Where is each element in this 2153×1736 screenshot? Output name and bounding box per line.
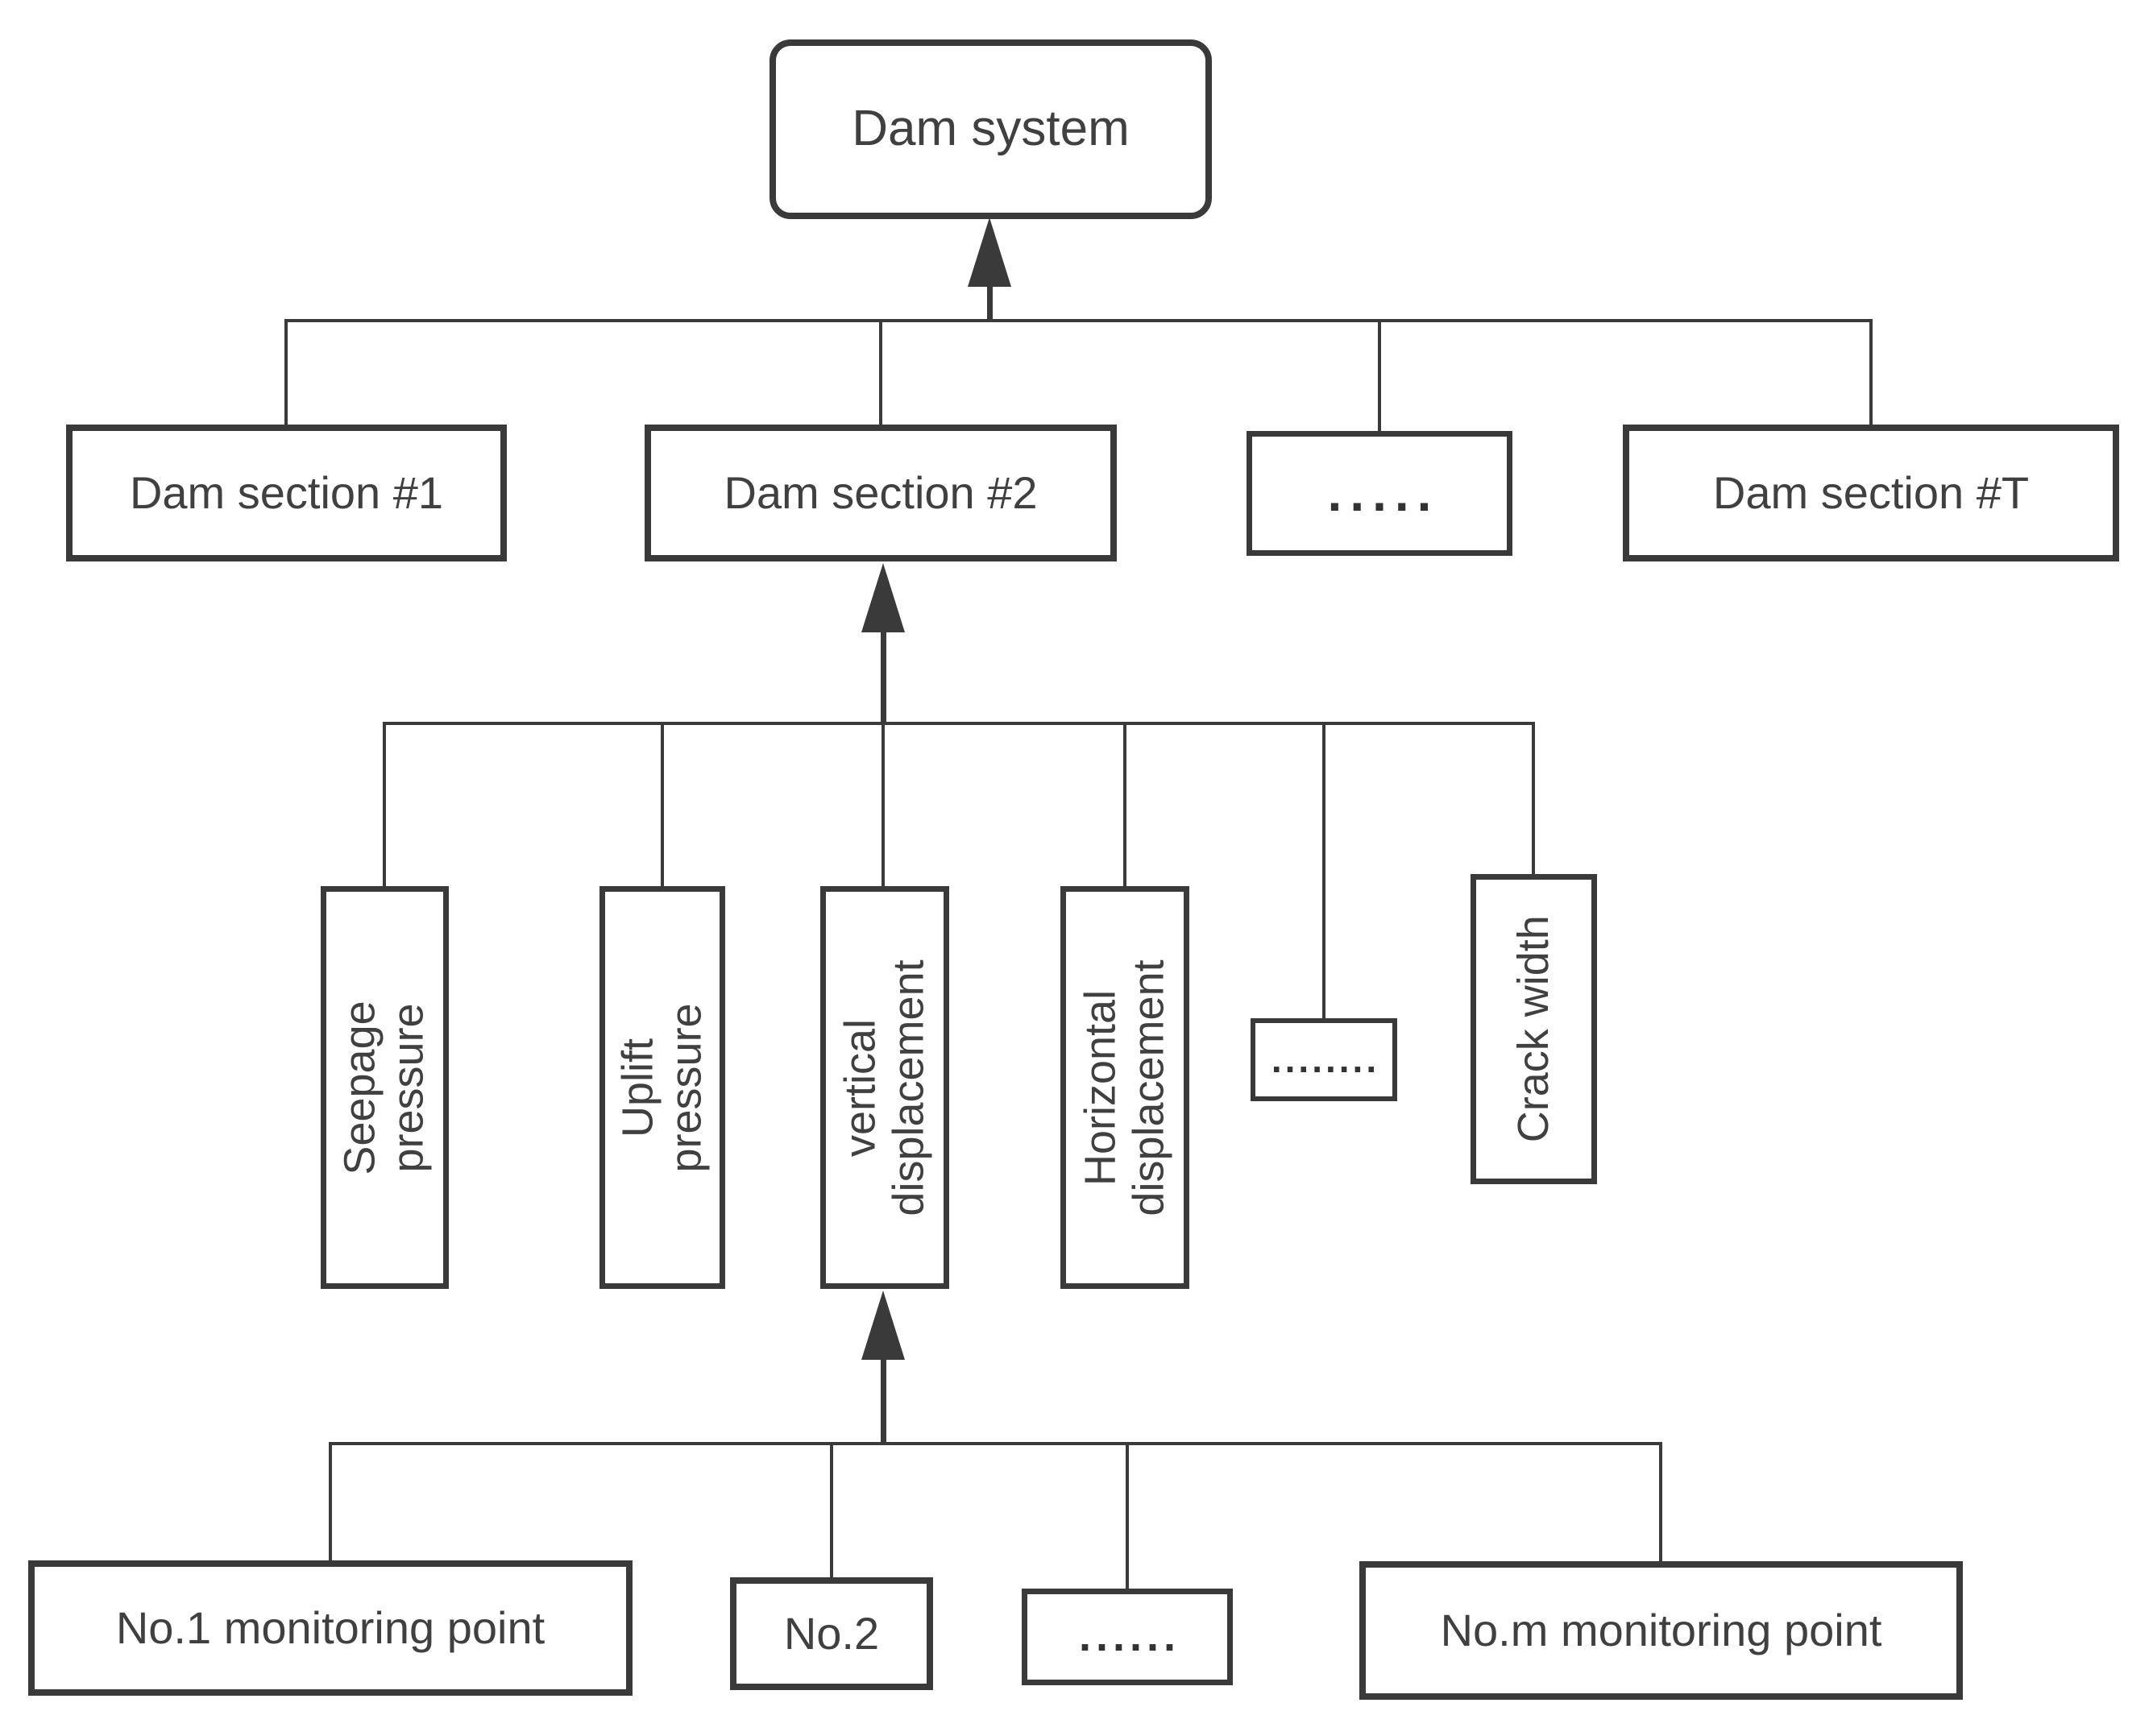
node-monitoring-point-1: No.1 monitoring point xyxy=(28,1560,633,1696)
node-vertical-displacement: vertical displacement xyxy=(820,886,949,1289)
drop-line-point-m xyxy=(1659,1442,1662,1564)
monitoring-point-2-label: No.2 xyxy=(783,1608,880,1659)
monitoring-point-m-label: No.m monitoring point xyxy=(1440,1605,1882,1656)
drop-line-level4-ellipsis xyxy=(1126,1442,1129,1592)
drop-line-dam-section-t xyxy=(1869,319,1873,426)
seepage-pressure-label: Seepage pressure xyxy=(336,1001,434,1175)
drop-line-level3-ellipsis xyxy=(1322,722,1325,1021)
node-uplift-pressure: Uplift pressure xyxy=(599,886,725,1289)
node-level3-ellipsis: ........ xyxy=(1251,1018,1397,1101)
level2-connector-line xyxy=(284,319,1873,322)
seepage-line1: Seepage xyxy=(336,1000,385,1175)
node-horizontal-displacement: Horizontal displacement xyxy=(1060,886,1189,1289)
seepage-line2: pressure xyxy=(384,1002,434,1173)
drop-line-dam-section-1 xyxy=(284,319,288,426)
horizontal-displacement-label: Horizontal displacement xyxy=(1076,959,1174,1216)
vertical-line1: vertical xyxy=(836,1018,885,1157)
drop-line-point-2 xyxy=(830,1442,833,1581)
drop-line-horizontal-displacement xyxy=(1123,722,1126,889)
drop-line-crack-width xyxy=(1532,722,1535,877)
node-crack-width: Crack width xyxy=(1471,874,1597,1184)
dam-section-t-label: Dam section #T xyxy=(1712,467,2030,519)
dam-system-label: Dam system xyxy=(852,101,1130,157)
node-level4-ellipsis: ...... xyxy=(1022,1589,1233,1685)
node-dam-section-2: Dam section #2 xyxy=(645,425,1117,561)
level2-ellipsis-label: ..... xyxy=(1327,464,1440,523)
vertical-displacement-label: vertical displacement xyxy=(836,959,934,1216)
node-dam-section-t: Dam section #T xyxy=(1623,425,2119,561)
drop-line-point-1 xyxy=(329,1442,332,1564)
arrow-shaft-to-dam-section-2 xyxy=(881,629,886,725)
drop-line-uplift xyxy=(661,722,664,889)
drop-line-seepage xyxy=(383,722,386,889)
level3-ellipsis-label: ........ xyxy=(1271,1038,1380,1081)
crack-width-label: Crack width xyxy=(1509,915,1558,1143)
uplift-pressure-label: Uplift pressure xyxy=(614,1003,711,1172)
node-dam-system: Dam system xyxy=(770,39,1212,219)
arrow-shaft-to-vertical-displacement xyxy=(881,1357,886,1445)
node-seepage-pressure: Seepage pressure xyxy=(321,886,449,1289)
uplift-line2: pressure xyxy=(662,1002,711,1173)
vertical-line2: displacement xyxy=(885,959,933,1216)
dam-section-2-label: Dam section #2 xyxy=(724,467,1038,519)
arrow-up-icon xyxy=(861,1291,905,1360)
node-monitoring-point-m: No.m monitoring point xyxy=(1359,1561,1963,1700)
node-monitoring-point-2: No.2 xyxy=(730,1577,933,1690)
horizontal-line2: displacement xyxy=(1125,959,1173,1216)
level4-connector-line xyxy=(329,1442,1662,1445)
level4-ellipsis-label: ...... xyxy=(1078,1612,1181,1661)
dam-section-1-label: Dam section #1 xyxy=(129,467,444,519)
arrow-shaft-to-dam-system xyxy=(987,284,993,322)
arrow-up-icon xyxy=(968,218,1011,287)
drop-line-dam-section-2 xyxy=(879,319,882,426)
drop-line-vertical-displacement xyxy=(882,722,885,889)
drop-line-level2-ellipsis xyxy=(1378,319,1381,433)
arrow-up-icon xyxy=(861,563,905,632)
level3-connector-line xyxy=(383,722,1535,725)
uplift-line1: Uplift xyxy=(613,1038,662,1137)
node-dam-section-1: Dam section #1 xyxy=(66,425,507,561)
node-level2-ellipsis: ..... xyxy=(1247,431,1512,556)
monitoring-point-1-label: No.1 monitoring point xyxy=(115,1602,546,1654)
horizontal-line1: Horizontal xyxy=(1076,989,1125,1186)
